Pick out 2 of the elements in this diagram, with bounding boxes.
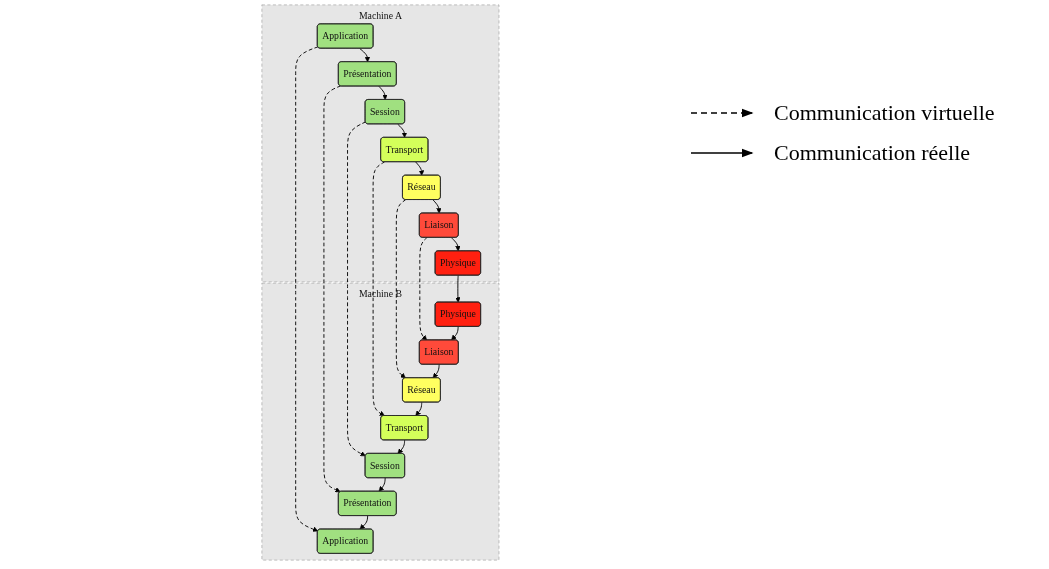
legend-label: Communication réelle [774, 140, 971, 166]
legend-label: Communication virtuelle [774, 100, 995, 126]
